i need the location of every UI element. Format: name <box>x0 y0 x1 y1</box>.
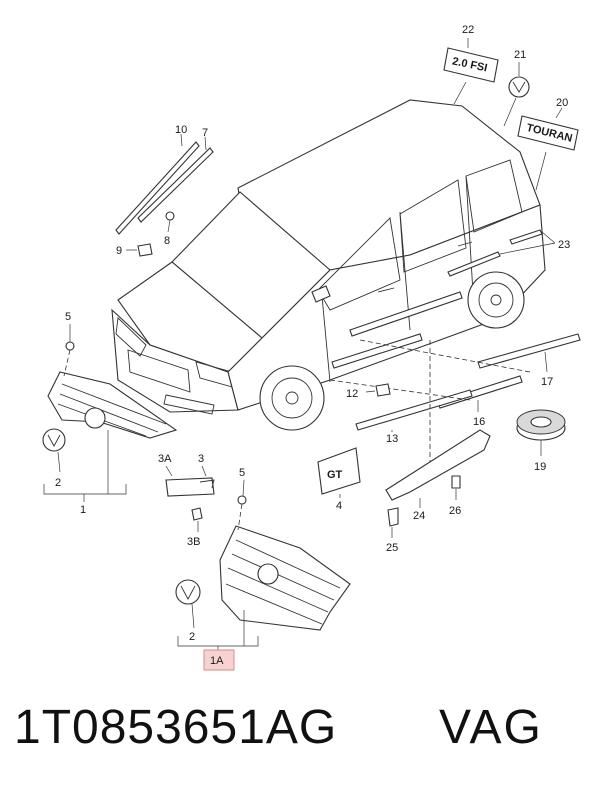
callout-10: 10 <box>175 124 187 136</box>
callout-2b: 2 <box>189 631 195 643</box>
footer: 1T0853651AG VAG <box>14 700 594 790</box>
side-moulding-23: 23 <box>447 229 570 277</box>
callout-5b: 5 <box>239 467 245 479</box>
callout-24: 24 <box>413 510 425 522</box>
adhesive-tape-19: 19 <box>516 409 566 473</box>
car-body <box>111 99 546 431</box>
callout-3b: 3B <box>187 536 200 548</box>
callout-20: 20 <box>556 97 568 109</box>
callout-25: 25 <box>386 542 398 554</box>
callout-8: 8 <box>164 235 170 247</box>
callout-12: 12 <box>346 388 358 400</box>
bracket-3: 3A 3 3B <box>158 453 215 548</box>
callout-23: 23 <box>558 239 570 251</box>
callout-1a-highlight <box>203 649 235 671</box>
callout-5a: 5 <box>65 311 71 323</box>
exploded-parts-diagram: 10 7 8 9 2.0 FSI 22 21 TOURAN 20 23 <box>42 24 581 671</box>
roof-trim-strips: 10 7 <box>115 124 214 235</box>
badge-4: GT 4 <box>317 447 361 512</box>
callout-13: 13 <box>386 433 398 445</box>
callout-1a: 1A <box>210 655 224 667</box>
rear-badges: 2.0 FSI 22 21 TOURAN 20 <box>443 24 579 191</box>
clips-8-9: 8 9 <box>116 211 175 257</box>
callout-16: 16 <box>473 416 485 428</box>
screw-12: 12 <box>346 383 391 400</box>
callout-9: 9 <box>116 245 122 257</box>
callout-21: 21 <box>514 49 526 61</box>
callout-19: 19 <box>534 461 546 473</box>
door-strips: 17 16 13 <box>329 291 581 470</box>
grille-assembly-1: 5 2 1 <box>42 311 178 516</box>
callout-22: 22 <box>462 24 474 36</box>
brand-label: VAG <box>439 701 543 754</box>
callout-26: 26 <box>449 505 461 517</box>
callout-3: 3 <box>198 453 204 465</box>
badge-4-text: GT <box>327 469 343 481</box>
part-number: 1T0853651AG <box>14 701 338 754</box>
sill-trim-24: 24 25 26 <box>385 429 491 554</box>
callout-17: 17 <box>541 376 553 388</box>
grille-assembly-1a: 5 2 1A <box>175 467 351 671</box>
callout-3a: 3A <box>158 453 172 465</box>
callout-2a: 2 <box>55 477 61 489</box>
callout-1: 1 <box>80 504 86 516</box>
callout-4: 4 <box>336 500 342 512</box>
callout-7: 7 <box>202 127 208 139</box>
